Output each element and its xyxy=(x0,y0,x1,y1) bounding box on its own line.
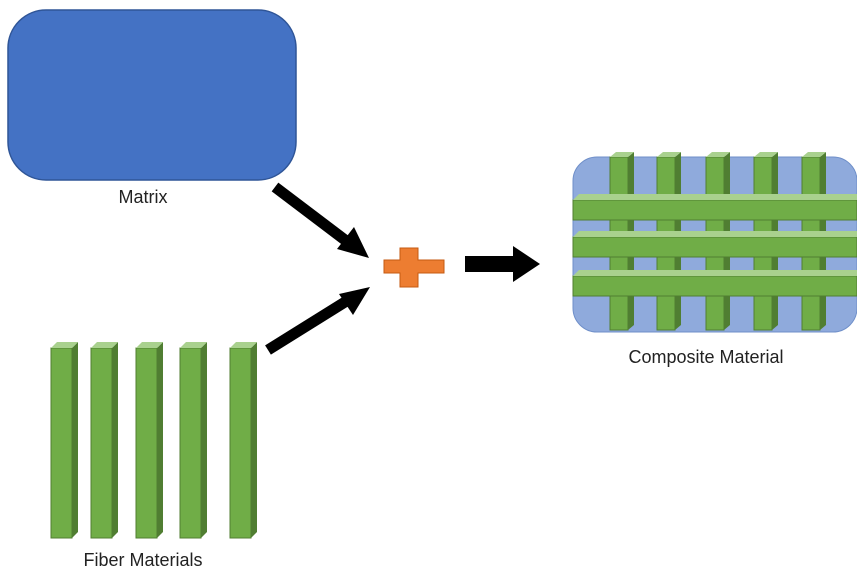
fibers-to-plus-arrow-icon xyxy=(265,287,370,355)
matrix-label: Matrix xyxy=(118,187,168,207)
matrix-to-plus-arrow-icon xyxy=(271,182,369,258)
matrix-block xyxy=(7,9,297,181)
composite-material-graphic xyxy=(572,152,857,333)
plus-icon xyxy=(383,247,445,288)
fiber-materials-graphic xyxy=(50,342,257,539)
fiber-materials-label: Fiber Materials xyxy=(83,550,203,570)
composite-material-label: Composite Material xyxy=(628,347,784,367)
plus-to-composite-arrow-icon xyxy=(465,246,540,282)
